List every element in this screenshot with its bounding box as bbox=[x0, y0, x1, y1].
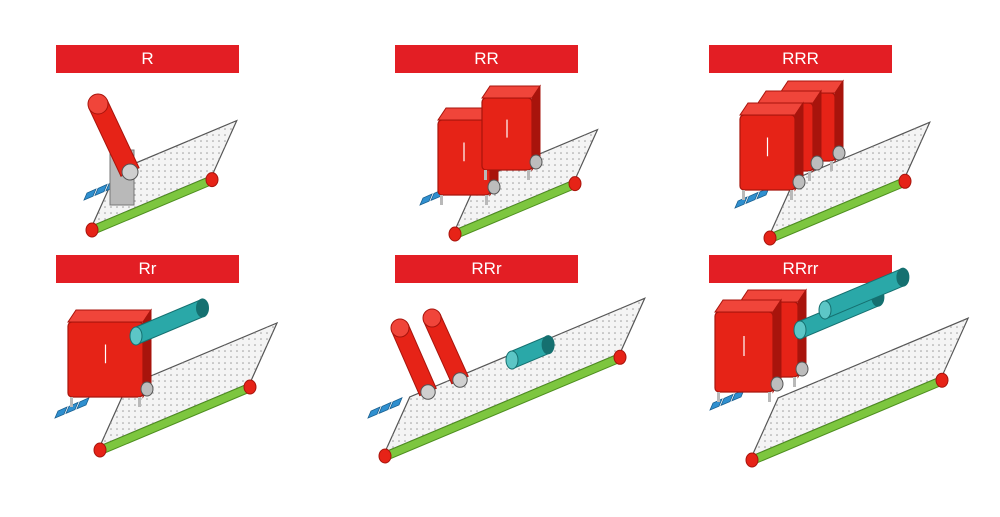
roller-end-cap bbox=[121, 163, 139, 181]
frame-leg bbox=[808, 171, 811, 181]
panel-rrrr-illustration bbox=[709, 267, 970, 468]
frame-leg bbox=[830, 161, 833, 171]
blue-tray-icon bbox=[65, 401, 79, 415]
pulley-front bbox=[448, 226, 462, 242]
frame-leg bbox=[527, 170, 530, 180]
frame-leg bbox=[138, 397, 141, 407]
label-rr-lower: Rr bbox=[56, 255, 239, 283]
red-roller-end bbox=[87, 93, 109, 115]
panel-rr-lower-illustration bbox=[54, 298, 279, 458]
roller-end-cap bbox=[420, 384, 436, 400]
label-rrr: RRR bbox=[709, 45, 892, 73]
pulley-front bbox=[378, 448, 392, 464]
blue-tray-icon bbox=[709, 398, 723, 411]
red-roller-top bbox=[757, 90, 822, 104]
pulley-front bbox=[93, 442, 107, 458]
blue-tray-icon bbox=[720, 393, 734, 407]
pulley-back bbox=[568, 176, 582, 192]
frame-leg bbox=[485, 195, 488, 205]
frame-leg bbox=[440, 195, 443, 205]
red-roller-end bbox=[390, 318, 410, 338]
pulley-back bbox=[898, 173, 912, 189]
belt-texture bbox=[385, 298, 645, 452]
panel-rrr-illustration bbox=[734, 79, 931, 246]
blue-tray-icon bbox=[94, 183, 108, 197]
pulley-front bbox=[85, 222, 99, 238]
belt-texture bbox=[100, 323, 277, 446]
roller-end-cap bbox=[810, 155, 824, 171]
belt-texture bbox=[770, 122, 930, 234]
blue-tray-icon bbox=[54, 406, 68, 419]
teal-roller-end bbox=[793, 320, 807, 340]
teal-roller-end bbox=[818, 300, 832, 320]
frame-leg bbox=[484, 170, 487, 180]
red-roller-top bbox=[714, 299, 782, 313]
frame-leg bbox=[717, 392, 720, 402]
teal-roller-end bbox=[541, 335, 555, 355]
roller-end-cap bbox=[529, 154, 543, 170]
teal-roller-end bbox=[196, 298, 209, 318]
roller-end-cap bbox=[832, 145, 846, 161]
label-rrr-lower: RRr bbox=[395, 255, 578, 283]
red-roller-end bbox=[422, 308, 442, 328]
roller-end-cap bbox=[770, 376, 784, 392]
label-rr: RR bbox=[395, 45, 578, 73]
belt-texture bbox=[752, 318, 969, 456]
pulley-front bbox=[763, 230, 777, 246]
pulley-back bbox=[243, 379, 257, 395]
roller-end-cap bbox=[792, 174, 806, 190]
blue-tray-icon bbox=[734, 196, 748, 209]
blue-tray-icon bbox=[419, 193, 433, 206]
blue-tray-icon bbox=[745, 191, 759, 205]
pulley-back bbox=[613, 349, 627, 365]
red-roller-top bbox=[739, 102, 804, 116]
roller-end-cap bbox=[140, 381, 154, 397]
label-rrrr: RRrr bbox=[709, 255, 892, 283]
frame-leg bbox=[70, 397, 73, 407]
frame-leg bbox=[790, 190, 793, 200]
label-r: R bbox=[56, 45, 239, 73]
teal-roller-end bbox=[129, 326, 143, 346]
belt-texture bbox=[455, 129, 598, 230]
pulley-back bbox=[935, 372, 949, 388]
blue-tray-icon bbox=[367, 406, 381, 419]
blue-tray-icon bbox=[76, 397, 90, 410]
panel-r-illustration bbox=[83, 93, 238, 238]
roller-end-cap bbox=[795, 361, 809, 377]
red-roller-top bbox=[67, 309, 152, 323]
frame-leg bbox=[742, 190, 745, 200]
blue-tray-icon bbox=[378, 401, 392, 415]
panel-rr-illustration bbox=[419, 84, 599, 242]
frame-leg bbox=[793, 377, 796, 387]
roller-end-cap bbox=[452, 372, 468, 388]
frame-leg bbox=[768, 392, 771, 402]
pulley-front bbox=[745, 452, 759, 468]
teal-roller-end bbox=[505, 350, 519, 370]
red-roller-top bbox=[481, 85, 541, 99]
roller-end-cap bbox=[487, 179, 501, 195]
blue-tray-icon bbox=[83, 188, 97, 201]
teal-roller-end bbox=[896, 267, 910, 287]
pulley-back bbox=[205, 172, 219, 188]
panel-rrr-lower-illustration bbox=[367, 297, 646, 464]
blue-tray-icon bbox=[389, 397, 403, 410]
